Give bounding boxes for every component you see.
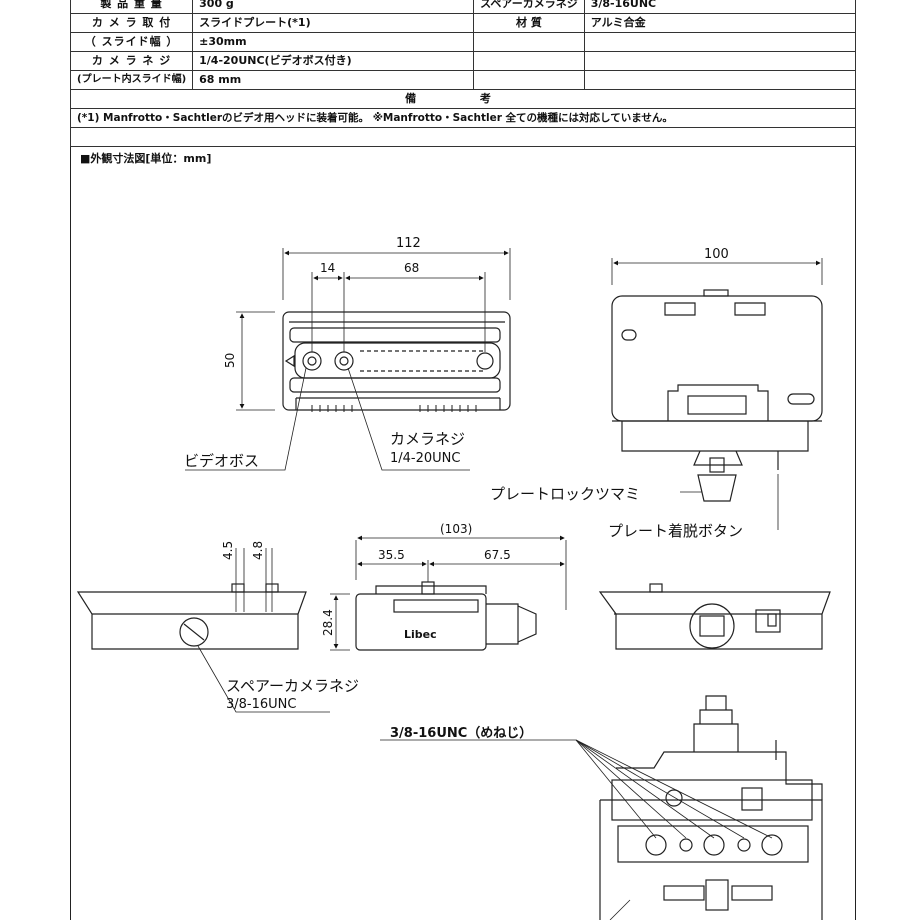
remark-empty bbox=[70, 127, 856, 147]
release-dial bbox=[689, 603, 735, 649]
front-view-left bbox=[76, 548, 330, 713]
section-title: ■外観寸法図[単位：mm] bbox=[80, 152, 212, 165]
lock-knob bbox=[697, 474, 737, 502]
dim-45: 4.5 bbox=[221, 541, 235, 560]
spec-row: （ スライド幅 ） ±30mm bbox=[69, 32, 857, 52]
dim-48: 4.8 bbox=[251, 541, 265, 560]
spec-table: 製 品 重 量 300 g スペアーカメラネジ 3/8-16UNC カ メ ラ … bbox=[69, 0, 857, 147]
label-video-boss: ビデオボス bbox=[184, 452, 260, 470]
label-spare-screw-spec: 3/8-16UNC bbox=[226, 697, 297, 712]
label-release-button: プレート着脱ボタン bbox=[608, 522, 744, 540]
bottom-view bbox=[380, 695, 823, 920]
spec-row: (プレート内スライド幅) 68 mm bbox=[69, 70, 857, 90]
drawing-sheet bbox=[70, 0, 856, 920]
camera-screw-hole bbox=[334, 351, 354, 371]
dim-355: 35.5 bbox=[378, 548, 405, 562]
dim-103: (103) bbox=[440, 522, 472, 536]
video-boss-hole bbox=[302, 351, 322, 371]
label-female-thread: 3/8-16UNC（めねじ） bbox=[390, 726, 533, 741]
label-camera-screw: カメラネジ bbox=[390, 430, 466, 448]
dim-100: 100 bbox=[704, 247, 729, 262]
front-view-center bbox=[330, 535, 567, 651]
remarks-empty-row bbox=[70, 127, 856, 147]
remark-text: (*1) Manfrotto・Sachtlerのビデオ用ヘッドに装着可能。 ※M… bbox=[70, 108, 856, 128]
label-camera-screw-spec: 1/4-20UNC bbox=[390, 451, 461, 466]
label-lock-knob: プレートロックツマミ bbox=[490, 485, 641, 503]
brand-logo: Libec bbox=[404, 628, 437, 641]
label-spare-screw: スペアーカメラネジ bbox=[226, 677, 360, 695]
dim-284: 28.4 bbox=[321, 609, 335, 636]
spare-screw-knob bbox=[179, 617, 209, 647]
dim-68: 68 bbox=[404, 261, 419, 275]
dim-14: 14 bbox=[320, 261, 335, 275]
side-view bbox=[611, 258, 823, 530]
remarks-row: (*1) Manfrotto・Sachtlerのビデオ用ヘッドに装着可能。 ※M… bbox=[70, 108, 856, 128]
lock-knob-top bbox=[699, 695, 733, 724]
dim-50: 50 bbox=[223, 353, 237, 368]
front-view-right bbox=[598, 583, 831, 650]
top-view bbox=[185, 248, 511, 471]
dim-112: 112 bbox=[396, 236, 421, 251]
spec-row: カ メ ラ ネ ジ 1/4-20UNC(ビデオボス付き) bbox=[69, 51, 857, 71]
dim-675: 67.5 bbox=[484, 548, 511, 562]
